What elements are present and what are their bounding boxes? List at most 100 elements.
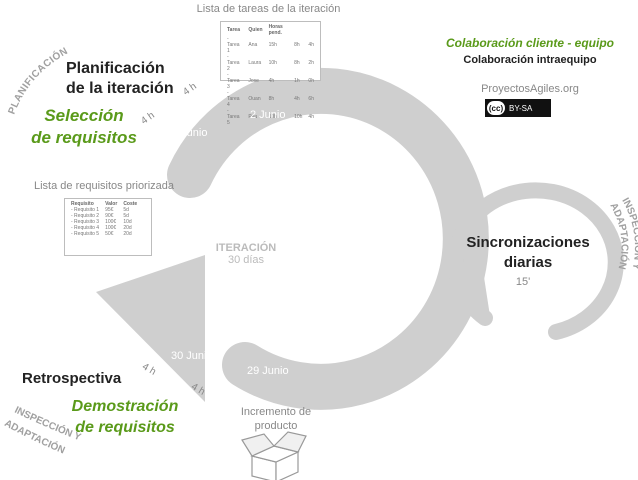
day-label: 30 Junio	[171, 350, 213, 362]
day-label: 3 Junio	[315, 127, 351, 139]
table-cell: 4h	[294, 96, 300, 102]
table-header-cell: Valor	[105, 201, 118, 207]
timeline-dot	[402, 236, 406, 240]
table-header-cell: Requisito	[71, 201, 94, 207]
demo-line2: de requisitos	[75, 419, 175, 436]
iteration-center: ITERACIÓN 30 días	[200, 242, 292, 266]
selection-line2: de requisitos	[31, 128, 137, 147]
table-row: - Tarea 5 Pau 10h 10h 4h	[224, 108, 317, 126]
table-cell: Laura	[248, 60, 262, 66]
table-cell: Jose	[248, 78, 259, 84]
requirements-selection: Selección de requisitos	[20, 105, 148, 149]
cc-license-badge: (cc) BY-SA	[485, 99, 551, 117]
selection-line1: Selección	[44, 106, 124, 125]
daily-sync-arrowhead	[446, 264, 490, 316]
table-cell: - Requisito 3	[71, 219, 100, 225]
requirements-list-title: Lista de requisitos priorizada	[34, 180, 175, 192]
retrospective-title: Retrospectiva	[22, 370, 122, 387]
collab-client-team: Colaboración cliente - equipo	[445, 36, 615, 50]
table-cell: 100€	[105, 225, 117, 231]
planning-title-line1: Planificación	[66, 60, 165, 77]
table-cell: 6h	[308, 96, 314, 102]
task-list-table: Tarea Quien Horas pend. - Tarea 1 Ana 15h 8h 4…	[220, 21, 321, 126]
table-cell: 20d	[123, 225, 132, 231]
product-box-icon	[241, 431, 307, 480]
iteration-cycle-arrowhead	[96, 255, 205, 402]
table-cell: Ana	[248, 42, 258, 48]
day-label: 4 Junio	[356, 157, 392, 169]
table-cell: 10h	[294, 114, 303, 120]
table-cell: - Tarea 5	[227, 108, 240, 126]
table-cell: 10d	[123, 219, 132, 225]
table-cell: 4h	[308, 42, 314, 48]
table-header-cell: Tarea	[227, 27, 240, 33]
cc-license-text: BY-SA	[509, 103, 533, 113]
table-cell: 8h	[268, 96, 275, 102]
iteration-duration: 30 días	[227, 254, 265, 266]
table-cell: - Tarea 2	[227, 54, 240, 72]
table-header-cell: Quien	[248, 27, 263, 33]
day-label: 29 Junio	[247, 365, 289, 377]
site-name: ProyectosAgiles.org	[481, 83, 579, 95]
table-row: - Tarea 1 Ana 15h 8h 4h	[224, 36, 317, 54]
daily-sync-line1: Sincronizaciones	[466, 234, 590, 251]
table-cell: 100€	[105, 219, 117, 225]
table-header-cell: Horas pend.	[268, 24, 283, 36]
table-row: - Tarea 4 Ouan 8h 4h 6h	[224, 90, 317, 108]
increment-line2: producto	[254, 420, 298, 432]
table-cell: 0h	[308, 78, 314, 84]
table-row: - Tarea 3 Jose 4h 1h 0h	[224, 72, 317, 90]
table-cell: - Tarea 4	[227, 90, 240, 108]
product-increment-label: Incremento de producto	[227, 405, 325, 433]
table-cell: 8h	[294, 42, 300, 48]
planning-title: Planificación de la iteración	[66, 59, 174, 99]
demo-line1: Demostración	[71, 398, 179, 415]
table-cell: Ouan	[248, 96, 261, 102]
table-cell: 4h	[308, 114, 314, 120]
table-row: - Requisito 5 50€ 20d	[68, 231, 140, 237]
daily-sync-line2: diarias	[503, 254, 553, 271]
day-label: 1 Junio	[172, 127, 208, 139]
collaboration-box: Colaboración cliente - equipo Colaboraci…	[425, 35, 635, 95]
iteration-label: ITERACIÓN	[215, 242, 277, 254]
table-cell: 5d	[123, 207, 129, 213]
table-cell: 1h	[294, 78, 300, 84]
daily-sync-duration: 15'	[515, 276, 531, 288]
collab-intra-team: Colaboración intraequipo	[463, 54, 597, 66]
table-cell: - Requisito 2	[71, 213, 100, 219]
table-cell: 10h	[268, 114, 277, 120]
table-row: - Requisito 3 100€ 10d	[68, 219, 140, 225]
timeline-dot	[395, 292, 399, 296]
day-label: 27 Junio	[350, 319, 392, 331]
table-cell: Pau	[248, 114, 258, 120]
increment-line1: Incremento de	[240, 406, 312, 418]
table-cell: 4h	[268, 78, 275, 84]
table-row: - Tarea 2 Laura 10h 8h 2h	[224, 54, 317, 72]
day-label: 2 Junio	[250, 109, 286, 121]
table-cell: 50€	[105, 231, 114, 237]
table-cell: - Requisito 5	[71, 231, 100, 237]
table-cell: - Tarea 3	[227, 72, 240, 90]
table-cell: 90€	[105, 213, 114, 219]
task-list-title: Lista de tareas de la iteración	[196, 3, 341, 15]
table-cell: 8h	[294, 60, 300, 66]
day-label: 28 Junio	[311, 348, 353, 360]
table-cell: - Requisito 4	[71, 225, 100, 231]
table-cell: - Requisito 1	[71, 207, 100, 213]
requirements-demo: Demostración de requisitos	[52, 396, 198, 438]
table-cell: 15h	[268, 42, 277, 48]
table-header-cell: Coste	[123, 201, 138, 207]
table-cell: 20d	[123, 231, 132, 237]
table-row: - Requisito 1 95€ 5d	[68, 207, 140, 213]
table-cell: - Tarea 1	[227, 36, 240, 54]
table-cell: 10h	[268, 60, 277, 66]
table-row: - Requisito 4 100€ 20d	[68, 225, 140, 231]
table-cell: 95€	[105, 207, 114, 213]
daily-sync-ring	[447, 182, 624, 340]
timeline-dot	[395, 194, 399, 198]
daily-sync-title: Sincronizaciones diarias	[438, 233, 618, 273]
cc-logo-icon: (cc)	[487, 101, 505, 115]
table-cell: 2h	[308, 60, 314, 66]
